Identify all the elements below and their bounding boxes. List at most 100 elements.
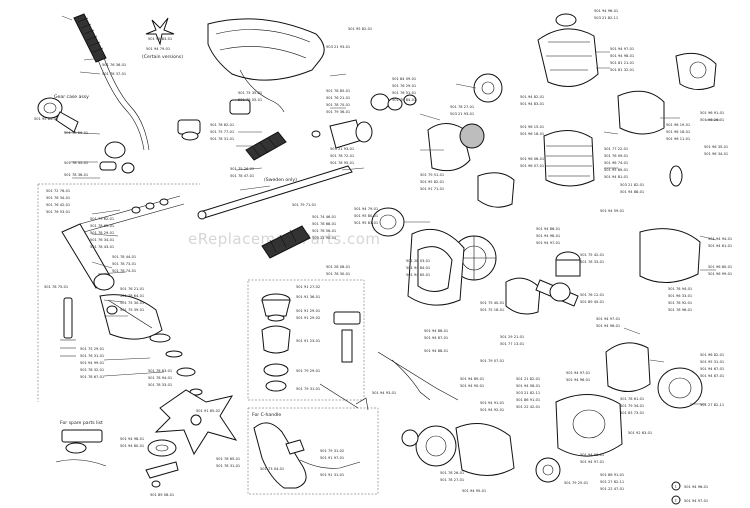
part-number: 501 78 82-01 [210,123,234,127]
part-number: 501 79 31-01 [296,387,320,391]
part-number: 501 95 82-01 [420,180,444,184]
part-number: 501 94 99-01 [80,361,104,365]
part-number: 501 94 81-01 [604,175,628,179]
part-number: 501 84 09-01 [392,77,416,81]
handle-grip [61,13,150,151]
part-number: 501 95 80-01 [354,214,378,218]
part-number: 501 94 79-01 [354,207,378,211]
part-number: 501 94 97-01 [536,241,560,245]
part-number: 501 27 82-11 [700,403,724,407]
legend-ref-1: 501 94 96-01 [684,485,708,489]
trimmer-guard [99,294,163,340]
part-number: 501 76 53-01 [46,210,70,214]
part-number: 503 21 93-01 [330,147,354,151]
part-number: 501 96 34-01 [704,152,728,156]
part-number: 501 95 31-01 [700,360,724,364]
engine-center [371,73,579,476]
part-number: 501 78 65-01 [90,224,114,228]
part-number: 501 76 09-01 [604,154,628,158]
part-number: 501 78 67-01 [80,375,104,379]
gear-head [60,195,185,357]
part-number: 501 72 76-01 [46,189,70,193]
part-number: 501 94 86-01 [536,227,560,231]
c-handle-box [247,407,379,495]
part-number: 501 79 36-01 [326,110,350,114]
part-number: 503 21 82-11 [516,391,540,395]
part-number: 501 78 29-01 [90,231,114,235]
part-number: 501 78 33-01 [580,260,604,264]
part-number: 501 94 91-01 [480,401,504,405]
part-number: 501 76 29-01 [392,84,416,88]
part-number: 501 78 47-01 [230,174,254,178]
part-number: 501 94 58-01 [516,384,540,388]
part-number: 501 78 65-01 [216,457,240,461]
part-number: 501 78 74-01 [112,269,136,273]
part-number: 501 91 31-01 [320,473,344,477]
part-number: 501 78 33-01 [148,383,172,387]
part-number: 501 96 60-01 [708,265,732,269]
left-assembly [37,13,238,488]
part-number: 501 79 62-01 [90,217,114,221]
part-number: 501 76 21-01 [120,287,144,291]
part-number: 501 75 18-01 [480,308,504,312]
part-number: 501 76 51-01 [392,91,416,95]
part-number: 501 96 91-01 [700,111,724,115]
part-number: 501 78 96-01 [668,308,692,312]
part-number: 501 78 63-01 [148,369,172,373]
part-number: 501 96 06-01 [520,157,544,161]
legend-symbol-2: 2 [675,499,677,503]
part-number: 501 76 36-01 [102,63,126,67]
part-number: 501 94 98-01 [120,437,144,441]
part-number: 501 78 44-01 [112,255,136,259]
legend-ref-2: 501 94 97-01 [684,499,708,503]
part-number: 501 96 18-01 [666,130,690,134]
part-number: 501 78 61-01 [620,397,644,401]
part-number: 501 78 34-01 [46,196,70,200]
part-number: 501 78 66-01 [64,131,88,135]
part-number: 501 78 68-01 [312,222,336,226]
part-number: 501 83 73-01 [620,411,644,415]
part-number: 501 94 87-01 [424,336,448,340]
part-number: 501 75 77-01 [210,130,234,134]
part-number: 501 78 35-01 [64,161,88,165]
part-number: 501 94 61-01 [708,244,732,248]
part-number: 501 76 37-01 [102,72,126,76]
part-number: 501 76 56-01 [312,229,336,233]
trimmer-head-box [247,279,369,411]
grass-blade [154,389,238,456]
caption-sweden-only: (Sweden only) [264,177,297,183]
part-number: 501 94 97-01 [566,371,590,375]
part-number: 501 78 27-01 [440,478,464,482]
part-number: 501 78 94-01 [668,287,692,291]
part-number: 501 78 92-01 [668,301,692,305]
part-number: 501 78 84-01 [392,98,416,102]
part-number: 501 94 94-01 [708,237,732,241]
part-number: 501 75 39-01 [120,308,144,312]
part-number: 501 75 30-01 [120,301,144,305]
part-number: 501 96 07-01 [520,164,544,168]
part-number: 501 94 93-01 [372,391,396,395]
part-number: 501 94 79-01 [146,47,170,51]
part-number: 501 76 12-01 [580,293,604,297]
part-number: 501 96 33-01 [668,294,692,298]
part-number: 501 78 31-01 [210,137,234,141]
part-number: 501 79 71-01 [292,203,316,207]
part-number: 501 94 82-01 [520,95,544,99]
part-number: 501 94 86-01 [424,329,448,333]
part-number: 501 96 19-01 [666,123,690,127]
part-number-labels: 501 76 36-01 501 76 37-01 501 94 79-01 5… [34,9,732,497]
caption-gear-case-assy: Gear case assy [54,94,89,100]
part-number: 501 76 21-01 [326,96,350,100]
part-number: 501 79 34-01 [620,404,644,408]
part-number: 501 78 32-01 [80,368,104,372]
part-number: 501 94 96-01 [596,324,620,328]
part-number: 501 78 26-01 [440,471,464,475]
part-number: 501 91 27-02 [296,285,320,289]
part-number: 501 95 83-01 [148,37,172,41]
part-number: 501 78 55-01 [238,98,262,102]
part-number: 501 89 45-01 [580,300,604,304]
part-number: 501 89 08-01 [150,493,174,497]
part-number: 501 96 11-01 [666,137,690,141]
part-number: 501 78 95-01 [330,161,354,165]
part-number: 501 27 82-11 [600,480,624,484]
